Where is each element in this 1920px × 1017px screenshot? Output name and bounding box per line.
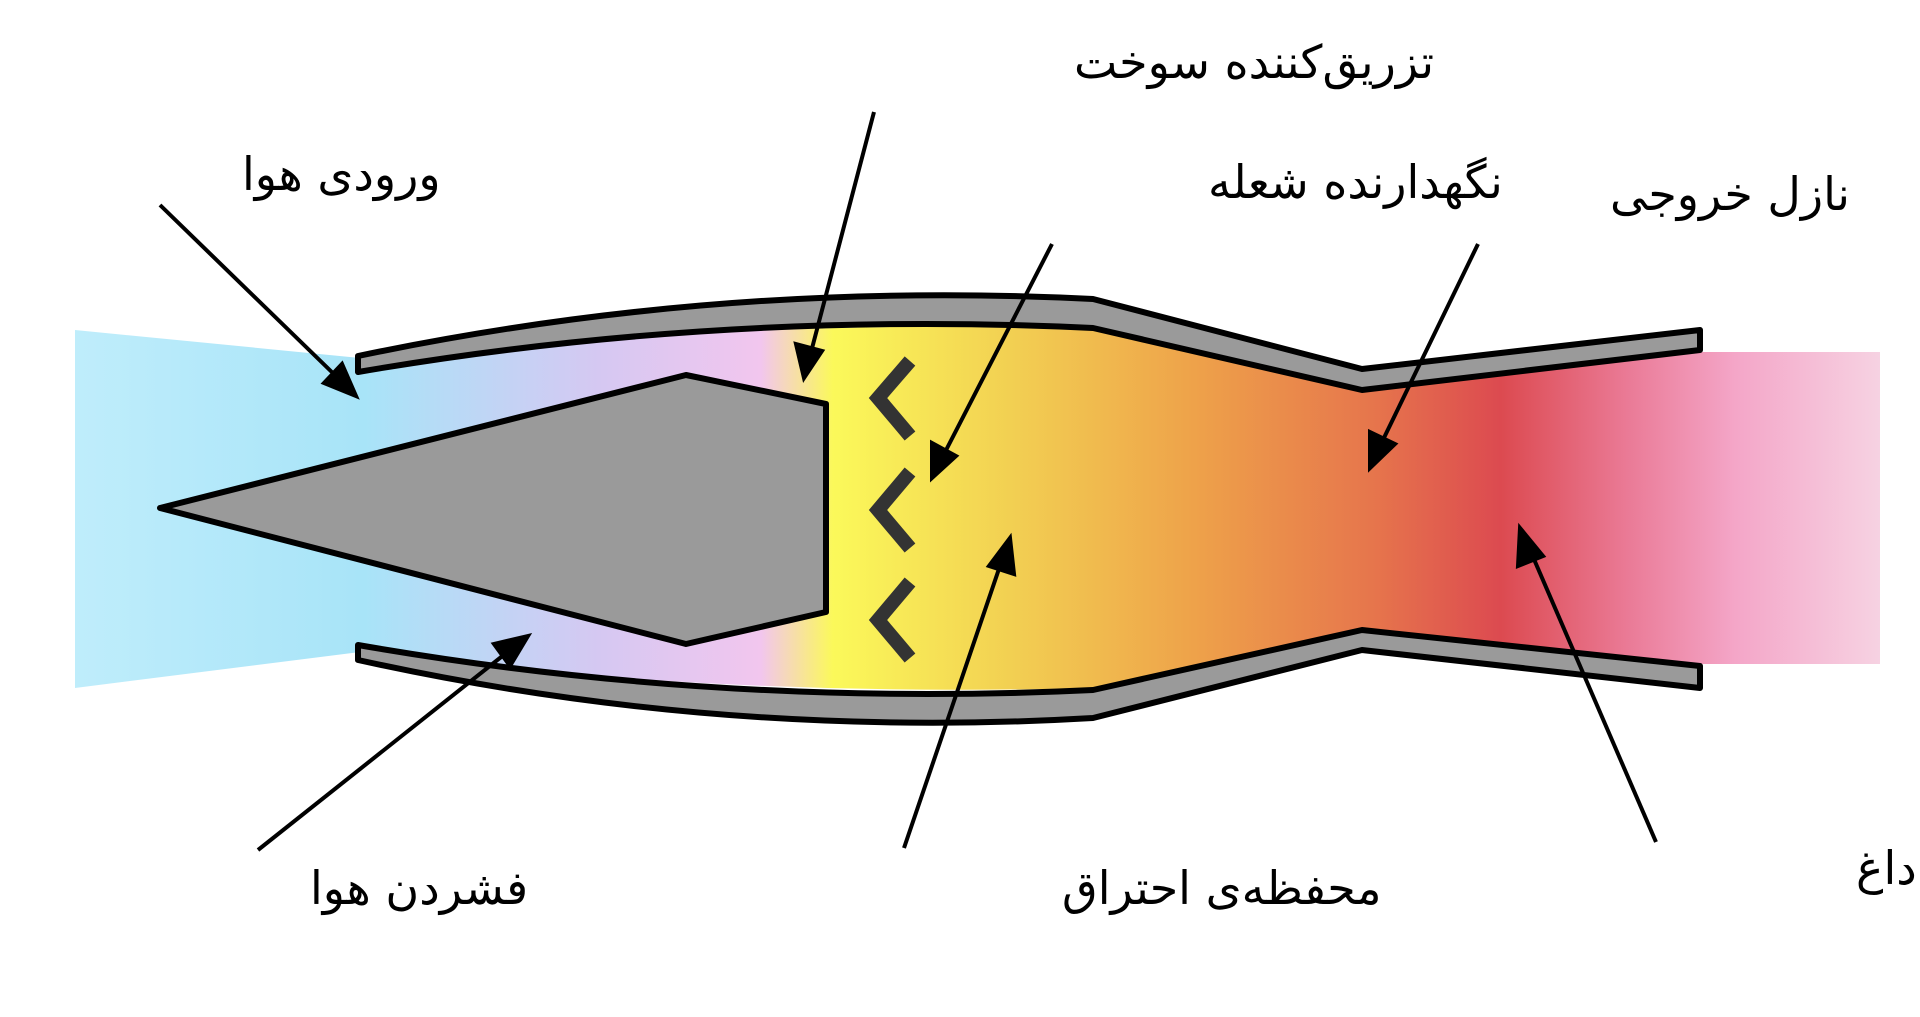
arrow-fuel-injector (793, 111, 876, 383)
label-combustion-chamber: محفظه‌ی احتراق (1062, 861, 1382, 916)
label-air-inlet: ورودی هوا (242, 147, 441, 202)
callout-arrows (158, 111, 1658, 852)
arrow-air-compression (256, 632, 533, 852)
arrow-flame-holder (930, 243, 1054, 483)
flame-holder-top (868, 356, 916, 441)
flame-holder-middle (868, 467, 916, 553)
label-flame-holder: نگهدارنده شعله (1208, 155, 1503, 209)
arrow-exhaust-nozzle (1368, 243, 1480, 473)
inlet-cone (157, 372, 829, 647)
flame-holders (868, 356, 916, 663)
label-hot-gas-exhaust: خروجی گازهای داغ (1856, 841, 1920, 896)
arrow-hot-gas-exhaust (1515, 522, 1658, 843)
flame-holder-bottom (868, 577, 916, 663)
lower-casing-wall (355, 627, 1703, 726)
label-fuel-injector: تزریق‌کننده سوخت (1074, 35, 1434, 90)
arrow-air-inlet (158, 203, 360, 400)
label-air-compression: فشردن هوا (310, 861, 528, 916)
label-exhaust-nozzle: نازل خروجی (1610, 167, 1850, 222)
upper-casing-wall (355, 292, 1703, 393)
arrow-combustion-chamber (902, 532, 1017, 849)
